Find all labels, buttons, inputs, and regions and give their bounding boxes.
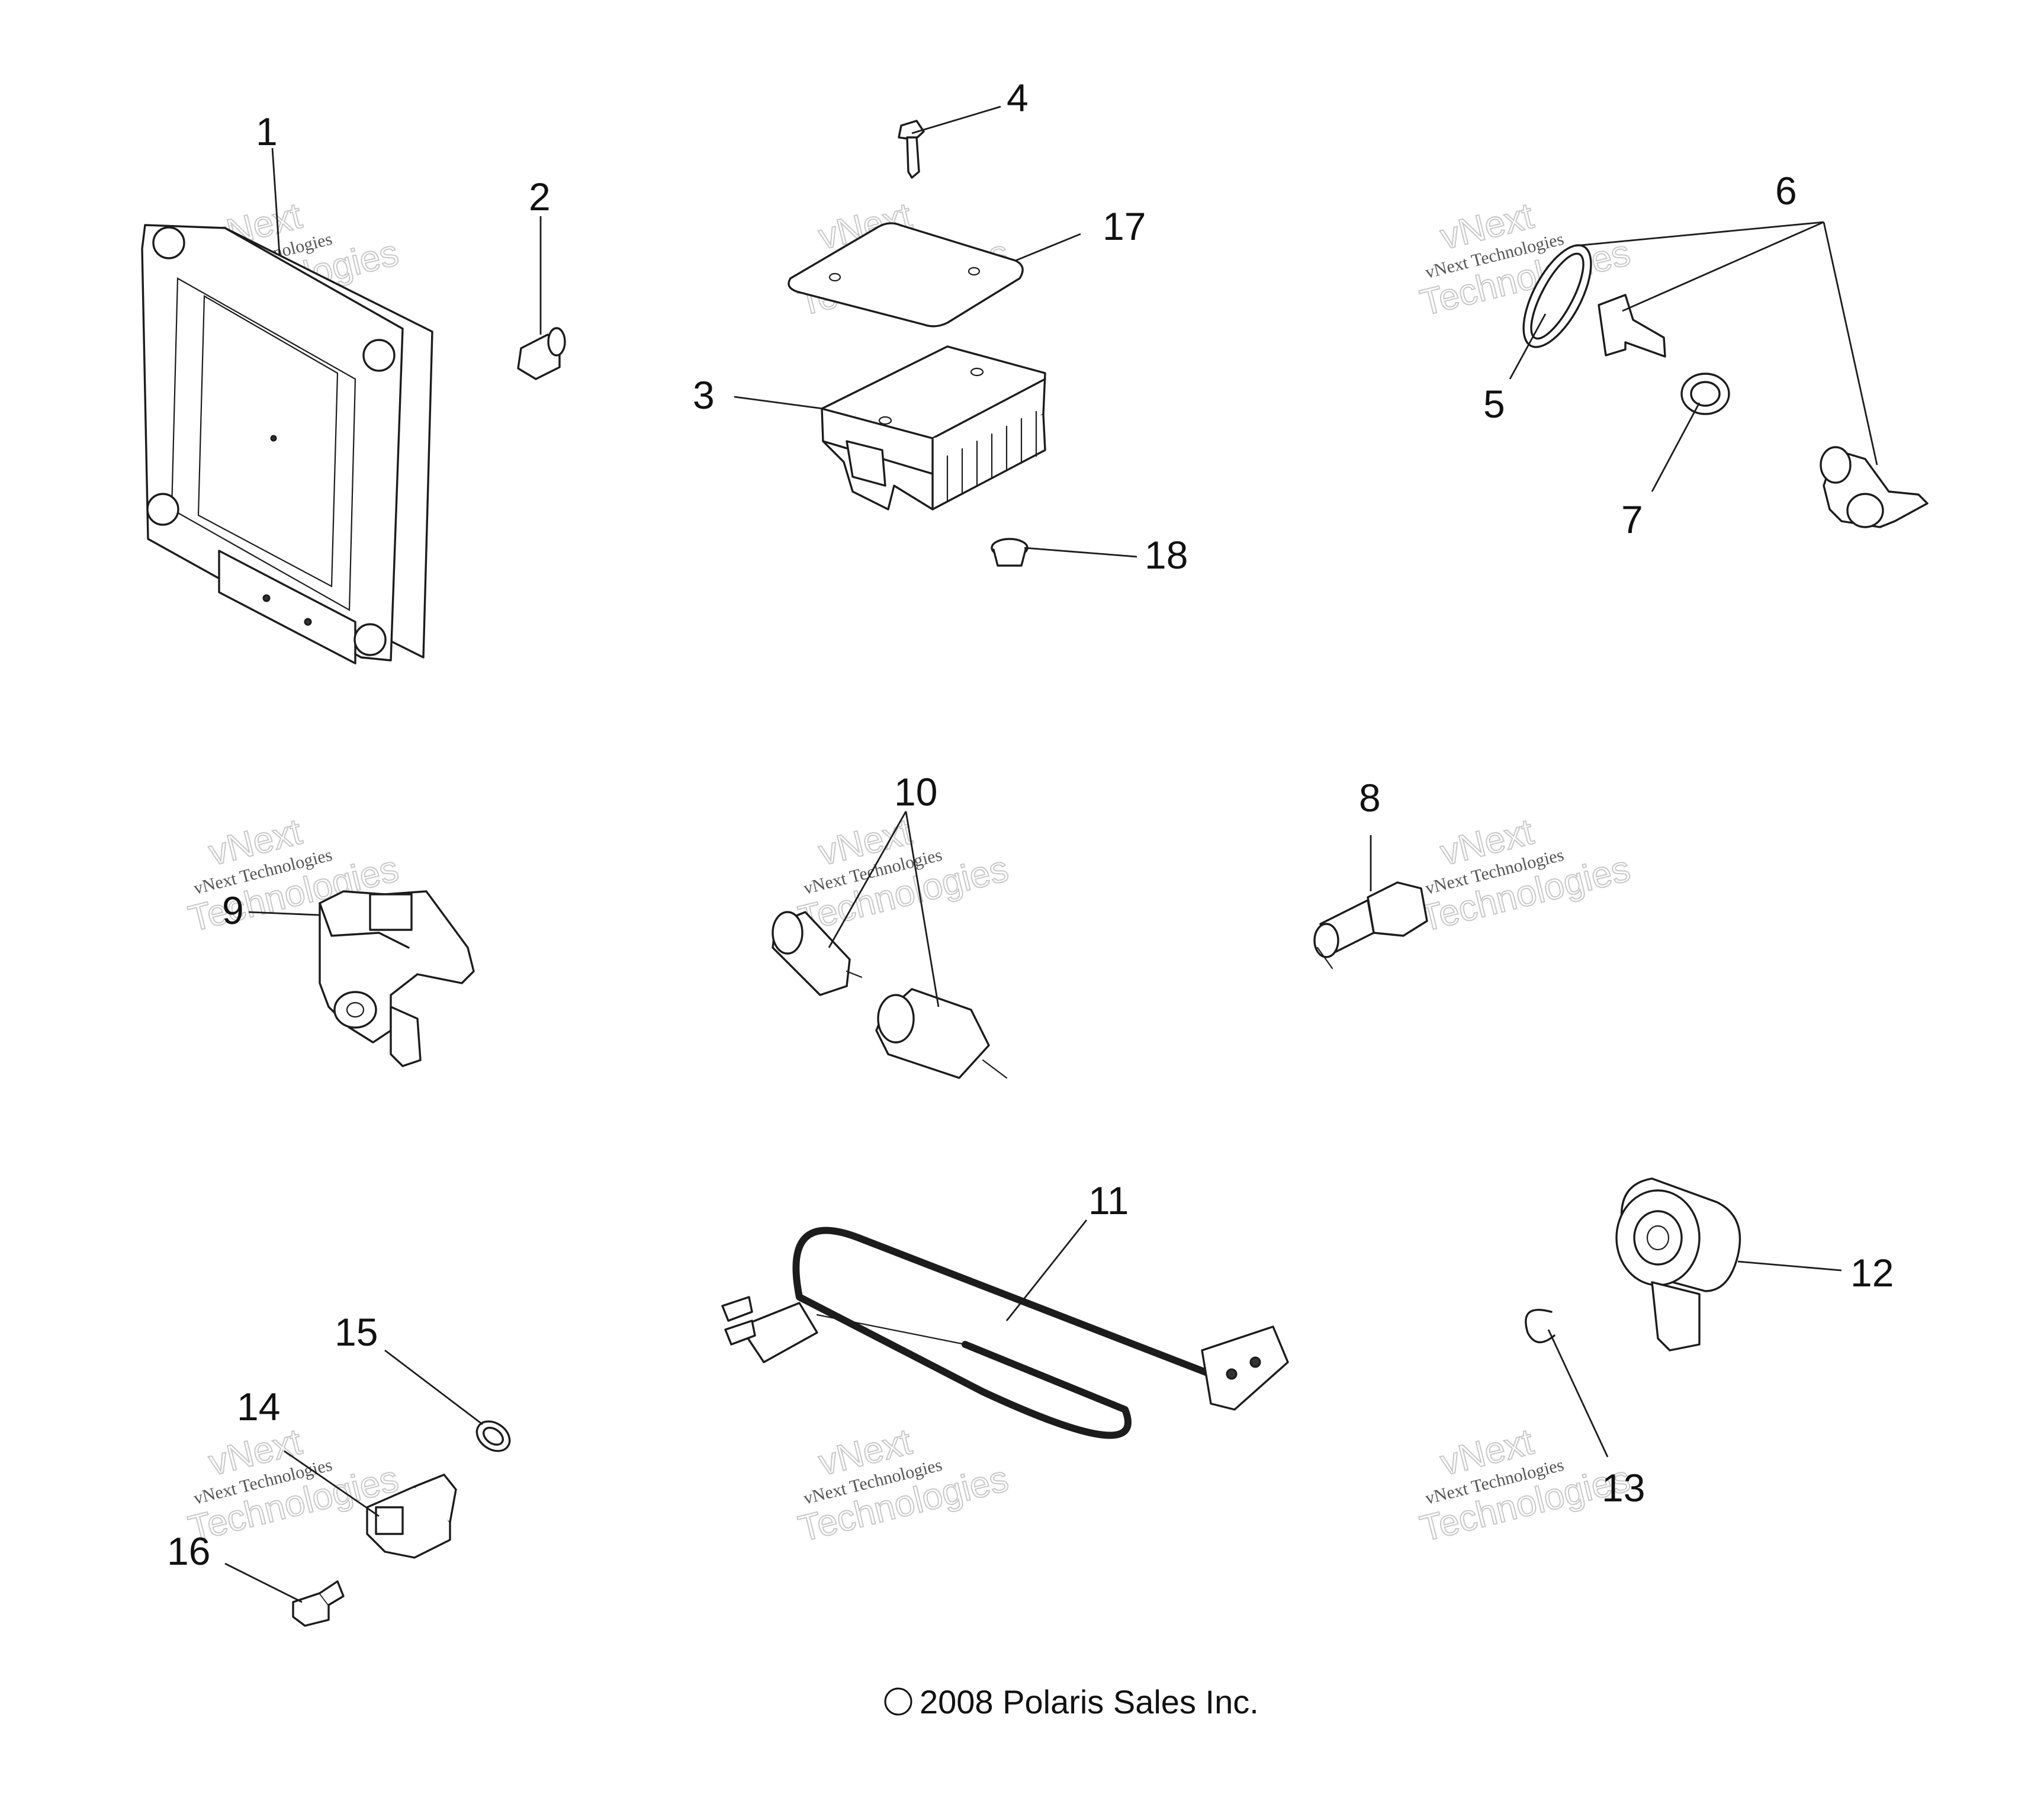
part-10-capacitor-b[interactable]	[875, 988, 1008, 1079]
part-6-sensor[interactable]	[1820, 446, 1929, 528]
part-14-sensor[interactable]	[366, 1474, 457, 1559]
copyright-circle-icon	[884, 1687, 912, 1716]
part-15-oring[interactable]	[471, 1415, 515, 1457]
callout-8: 8	[1359, 776, 1381, 820]
callout-15: 15	[335, 1310, 378, 1354]
callout-17: 17	[1103, 204, 1146, 248]
part-10-capacitor-a[interactable]	[772, 911, 863, 996]
part-8-switch[interactable]	[1313, 881, 1428, 970]
callout-9: 9	[222, 888, 244, 932]
callout-16: 16	[167, 1529, 210, 1573]
callout-7: 7	[1621, 497, 1643, 541]
part-12-knock-sensor[interactable]	[1615, 1177, 1741, 1352]
part-18-plug[interactable]	[991, 538, 1029, 567]
part-2-bolt[interactable]	[517, 327, 566, 380]
part-11-harness[interactable]	[721, 1227, 1289, 1439]
part-1-ecu[interactable]	[141, 224, 433, 665]
leader-lines	[224, 105, 1878, 1603]
callout-11: 11	[1088, 1179, 1129, 1222]
callout-6: 6	[1775, 169, 1797, 213]
callout-5: 5	[1483, 382, 1505, 426]
callout-3: 3	[693, 373, 715, 417]
part-6-clip[interactable]	[1598, 294, 1666, 358]
part-9-sensor[interactable]	[319, 890, 475, 1067]
callout-18: 18	[1145, 533, 1188, 577]
callout-labels: 1 2 3 4 5 6 7 8 9 10 11 12 13 14 15 16 1…	[167, 76, 1894, 1573]
callout-2: 2	[529, 175, 551, 219]
callout-1: 1	[256, 110, 278, 153]
callout-13: 13	[1602, 1466, 1645, 1510]
part-7-washer[interactable]	[1680, 373, 1730, 415]
callout-4: 4	[1007, 76, 1029, 120]
copyright-footer: © 2008 Polaris Sales Inc.	[884, 1683, 1259, 1721]
callout-12: 12	[1850, 1251, 1894, 1295]
part-13-eclip[interactable]	[1525, 1308, 1556, 1343]
part-4-screw[interactable]	[898, 120, 925, 179]
part-3-regulator[interactable]	[821, 345, 1046, 511]
callout-10: 10	[894, 770, 937, 814]
part-17-cover[interactable]	[788, 222, 1024, 328]
copyright-text: 2008 Polaris Sales Inc.	[920, 1683, 1259, 1721]
part-16-bolt[interactable]	[292, 1580, 345, 1627]
callout-14: 14	[237, 1385, 280, 1429]
